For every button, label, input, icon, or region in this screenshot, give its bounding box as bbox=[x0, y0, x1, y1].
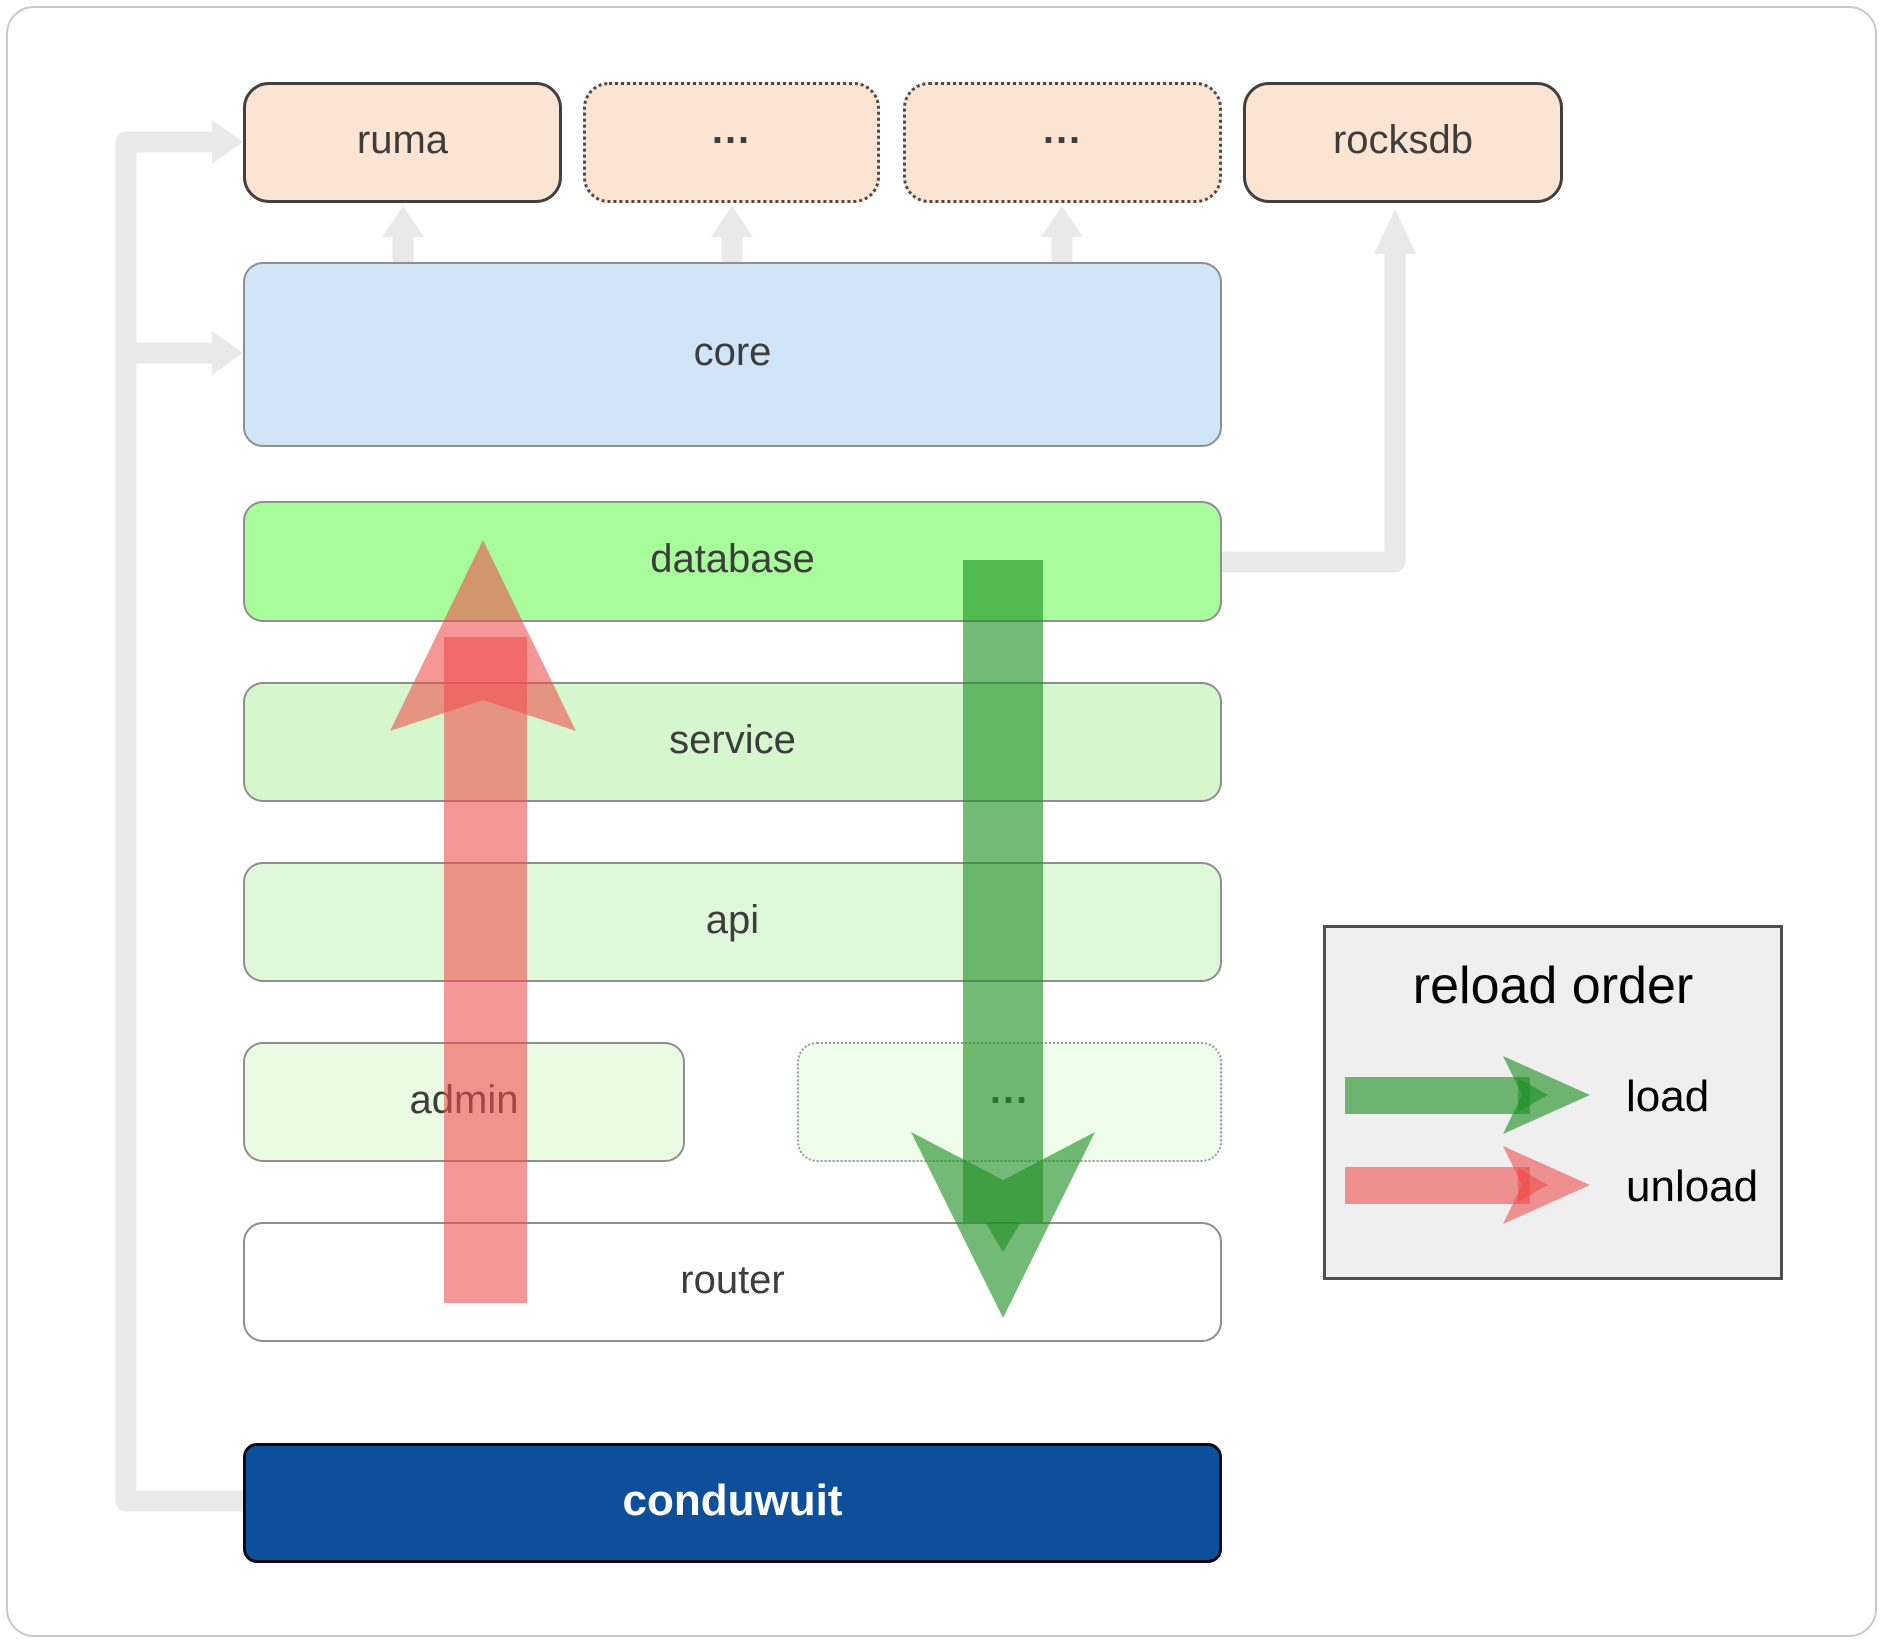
connector-conduwuit-to-core bbox=[126, 331, 243, 375]
arrowhead-into-rocksdb-icon bbox=[1374, 209, 1416, 254]
legend-title: reload order bbox=[1412, 957, 1694, 1015]
box-ellipsis-1: ... bbox=[583, 82, 880, 203]
connector-core-to-ellipsis1 bbox=[711, 206, 753, 262]
box-ruma-label: ruma bbox=[356, 118, 449, 162]
box-router: router bbox=[243, 1222, 1222, 1342]
connector-core-to-ruma bbox=[382, 206, 424, 262]
box-service-label: service bbox=[669, 717, 796, 762]
box-ellipsis-3-label: ... bbox=[989, 1067, 1030, 1112]
arrowhead-into-core-icon bbox=[212, 331, 243, 375]
box-conduwuit-label: conduwuit bbox=[622, 1476, 843, 1525]
connector-database-to-rocksdb bbox=[1222, 209, 1416, 573]
box-ellipsis-2-label: ... bbox=[1042, 108, 1083, 152]
box-admin-label: admin bbox=[409, 1077, 519, 1122]
arrowhead-into-ruma-icon bbox=[212, 120, 243, 164]
box-database: database bbox=[243, 501, 1222, 622]
box-core-label: core bbox=[693, 330, 772, 374]
box-ruma: ruma bbox=[243, 82, 562, 203]
box-api: api bbox=[243, 862, 1222, 982]
box-conduwuit: conduwuit bbox=[243, 1443, 1222, 1563]
box-admin: admin bbox=[243, 1042, 685, 1162]
box-ellipsis-1-label: ... bbox=[711, 108, 752, 152]
legend-load-label: load bbox=[1626, 1072, 1710, 1121]
box-rocksdb-label: rocksdb bbox=[1332, 118, 1474, 162]
box-database-label: database bbox=[650, 537, 815, 581]
box-api-label: api bbox=[705, 897, 760, 942]
box-ellipsis-3: ... bbox=[797, 1042, 1222, 1162]
connector-conduwuit-to-ruma bbox=[115, 120, 245, 1512]
legend-unload-label: unload bbox=[1626, 1162, 1759, 1211]
box-service: service bbox=[243, 682, 1222, 802]
box-ellipsis-2: ... bbox=[903, 82, 1222, 203]
box-core: core bbox=[243, 262, 1222, 447]
legend-reload-order: reload order load unload bbox=[1323, 925, 1783, 1280]
page-border bbox=[6, 6, 1877, 1637]
box-router-label: router bbox=[680, 1257, 785, 1302]
box-rocksdb: rocksdb bbox=[1243, 82, 1563, 203]
connector-core-to-ellipsis2 bbox=[1041, 206, 1083, 262]
